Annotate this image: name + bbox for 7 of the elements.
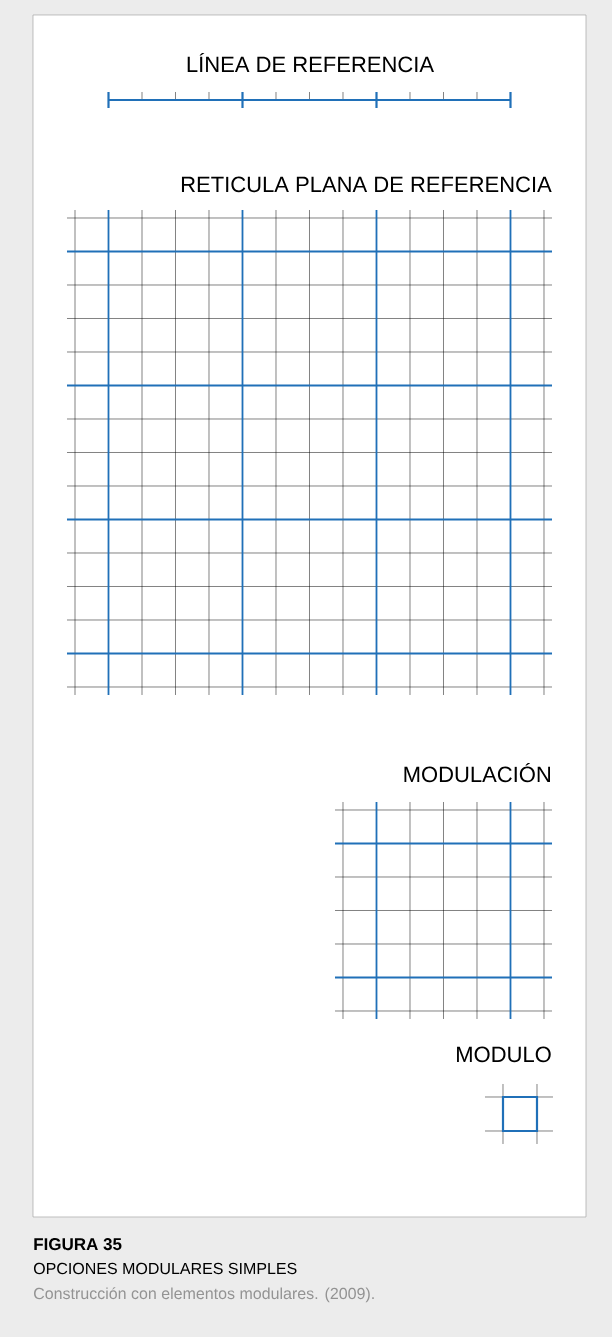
heading: LÍNEA DE REFERENCIA xyxy=(187,52,434,73)
source-citation: Construcción con elementos modulares. (2009). xyxy=(34,1287,374,1303)
heading: MODULO xyxy=(457,1046,551,1063)
figure-number: FIGURA 35 xyxy=(34,1238,122,1251)
heading: RETICULA PLANA DE REFERENCIA xyxy=(181,176,552,193)
figure-title: OPCIONES MODULARES SIMPLES xyxy=(33,1262,297,1275)
heading: MODULACIÓN xyxy=(404,762,550,783)
